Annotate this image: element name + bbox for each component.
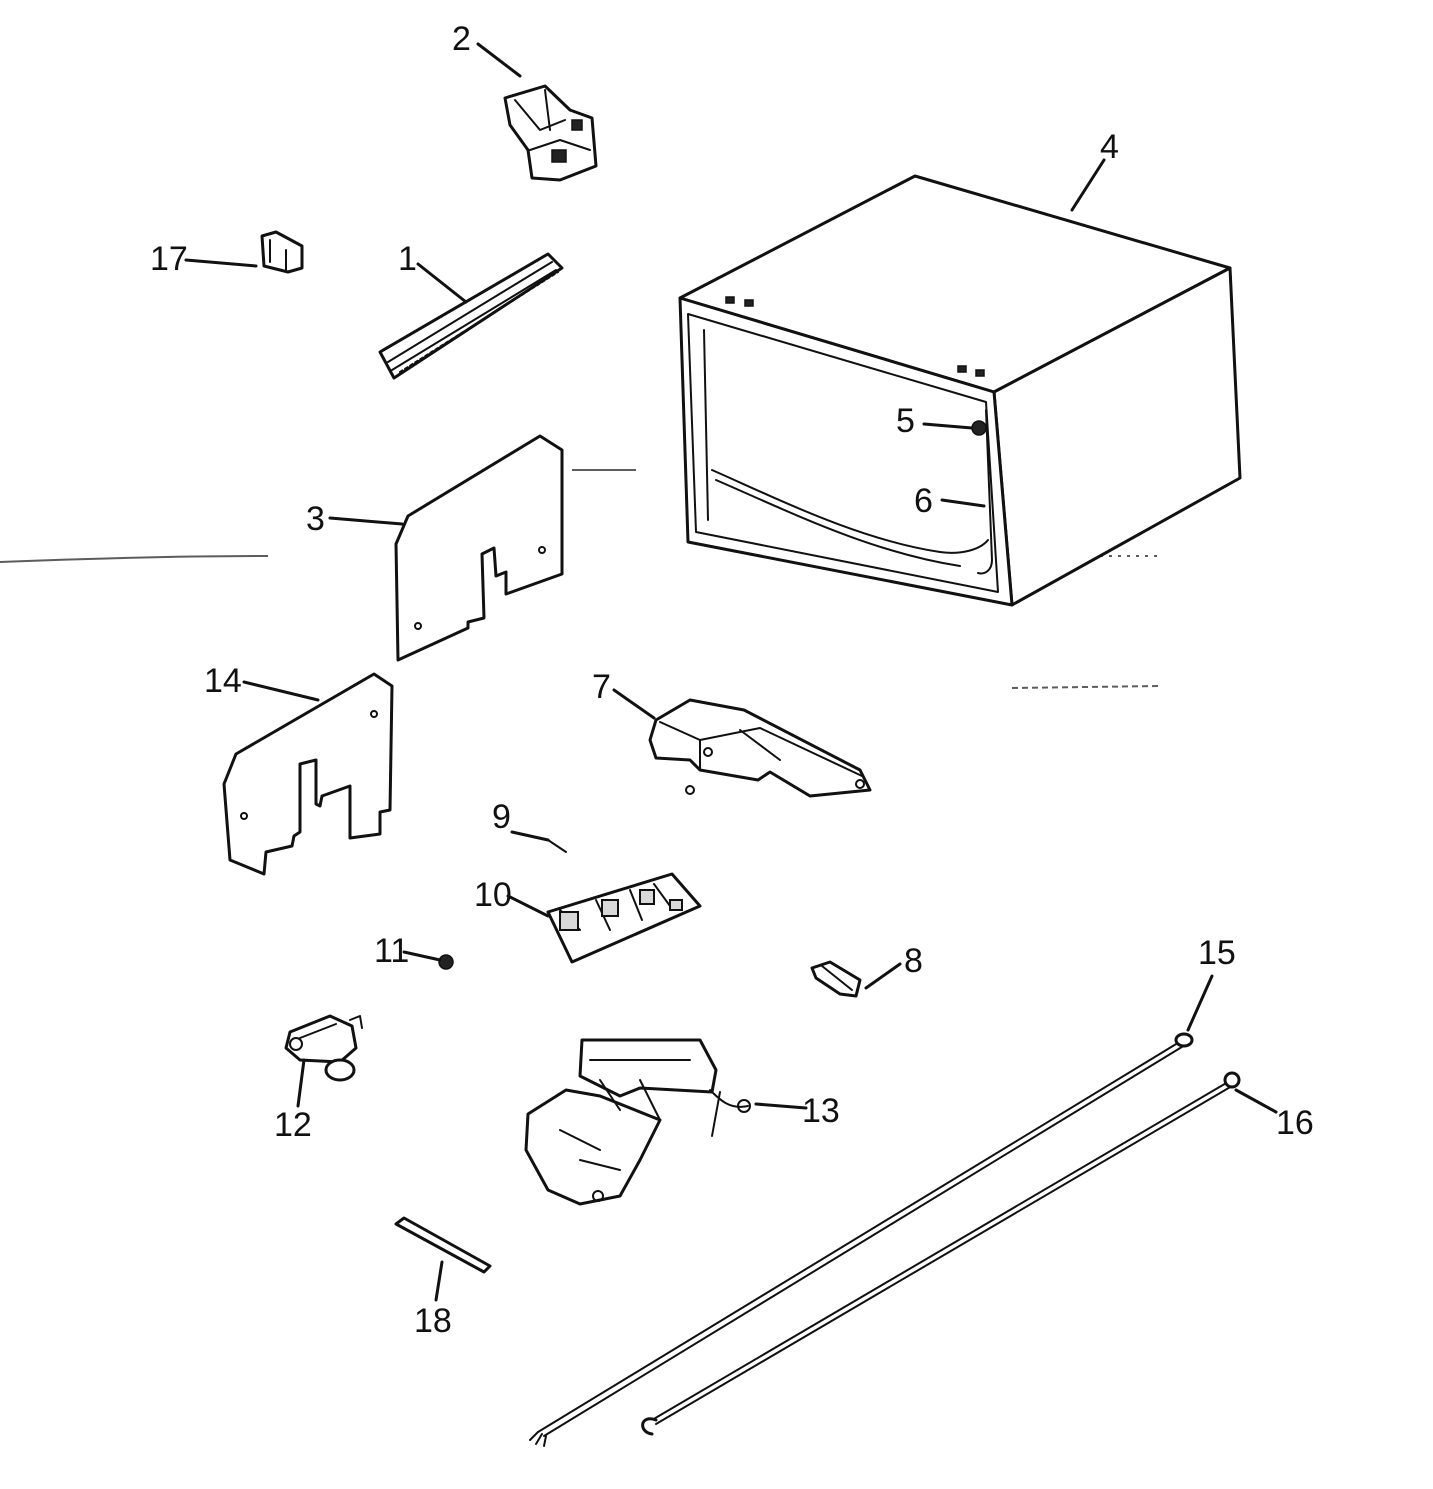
- callout-1: 1: [398, 240, 417, 278]
- part-8-clip: [810, 960, 862, 998]
- part-9-screw: [547, 839, 567, 853]
- part-13-harness: [524, 1038, 751, 1206]
- callout-8: 8: [904, 942, 923, 980]
- callout-14: 14: [204, 662, 242, 700]
- part-7-housing: [648, 698, 872, 798]
- part-17-clip: [260, 230, 304, 274]
- part-14-panel: [222, 672, 394, 876]
- part-5-screw: [971, 420, 987, 436]
- part-16-rod: [641, 1071, 1241, 1436]
- callout-4: 4: [1100, 128, 1119, 166]
- part-1-rail: [378, 252, 564, 380]
- callout-5: 5: [896, 402, 915, 440]
- part-4-cabinet: [678, 174, 1242, 607]
- callout-labels: 1 2 3 4 5 6 7 8 9 10 11 12 13 14 15 16 1…: [150, 20, 1314, 1340]
- callout-3: 3: [306, 500, 325, 538]
- callout-10: 10: [474, 876, 512, 914]
- callout-16: 16: [1276, 1104, 1314, 1142]
- part-18-strip: [394, 1216, 492, 1274]
- callout-18: 18: [414, 1302, 452, 1340]
- part-11-screw: [438, 954, 454, 970]
- callout-7: 7: [592, 668, 611, 706]
- leader-lines: [184, 42, 1278, 1302]
- callout-13: 13: [802, 1092, 840, 1130]
- callout-11: 11: [374, 932, 409, 970]
- part-10-circuit-board: [546, 872, 702, 964]
- part-6-gasket: [977, 409, 993, 575]
- part-15-sensor-wire: [529, 1032, 1194, 1447]
- callout-15: 15: [1198, 934, 1236, 972]
- part-12-valve: [284, 1014, 363, 1082]
- callout-2: 2: [452, 20, 471, 58]
- callout-17: 17: [150, 240, 188, 278]
- part-2-switch-bracket: [503, 84, 598, 182]
- part-3-panel: [394, 434, 564, 662]
- callout-12: 12: [274, 1106, 312, 1144]
- callout-6: 6: [914, 482, 933, 520]
- callout-9: 9: [492, 798, 511, 836]
